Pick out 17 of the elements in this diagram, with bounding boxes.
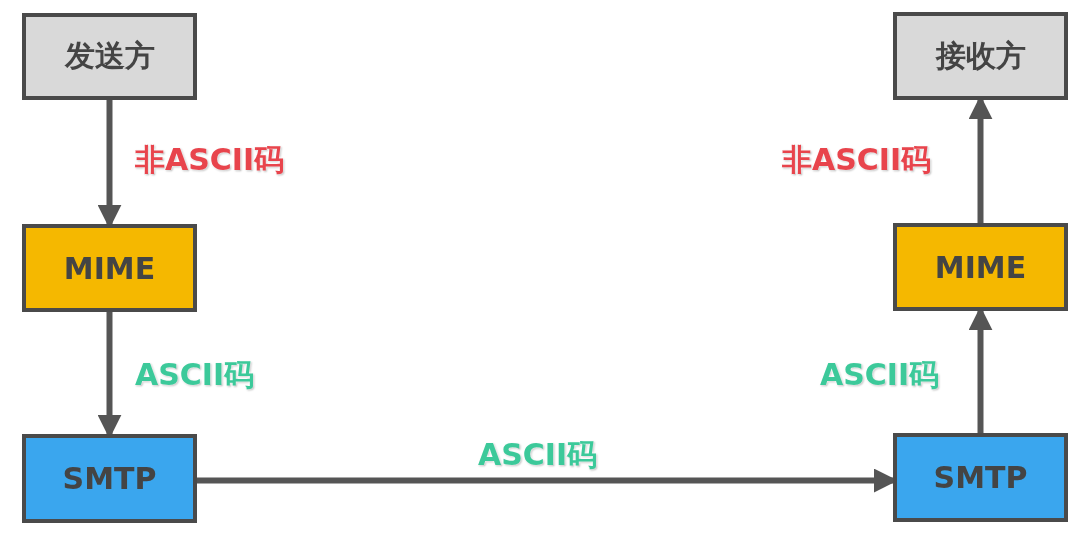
edge-label: ASCII码 <box>820 356 940 394</box>
smtp-box <box>22 434 197 523</box>
node-label: MIME <box>934 249 1027 285</box>
mime-box <box>893 223 1068 311</box>
mime-box <box>22 224 197 312</box>
node-label: SMTP <box>933 460 1028 495</box>
node-label: 发送方 <box>64 37 155 75</box>
edge-label: ASCII码 <box>478 436 598 474</box>
smtp-box <box>893 433 1068 522</box>
node-label: MIME <box>63 250 156 286</box>
node-label: 接收方 <box>935 36 1026 75</box>
party-box <box>893 12 1068 100</box>
edge-label: ASCII码 <box>135 356 255 394</box>
party-box <box>22 13 197 100</box>
node-label: SMTP <box>62 461 157 496</box>
edge-label: 非ASCII码 <box>135 141 285 179</box>
edge-label: 非ASCII码 <box>782 141 932 179</box>
